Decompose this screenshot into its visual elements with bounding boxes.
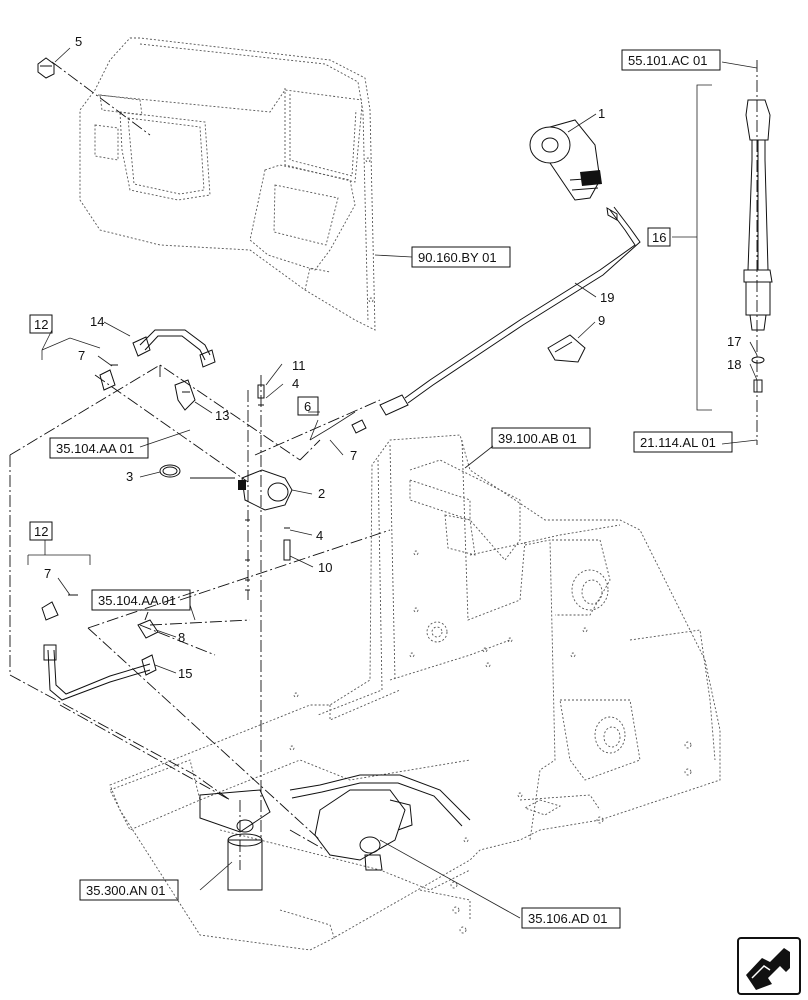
label-part-16: 16 [652,230,666,245]
part-10-bolt [245,519,291,591]
label-part-15: 15 [178,666,192,681]
label-part-12b: 12 [34,524,48,539]
hose-14 [132,329,216,368]
part-3-o-ring [159,464,181,478]
label-part-11: 11 [292,358,306,373]
leader-lines [27,47,758,919]
part-16-harness [743,99,773,331]
reference-boxes: 55.101.AC 01 90.160.BY 01 35.104.AA 01 3… [49,49,733,929]
hose-19 [351,206,641,434]
label-part-7b: 7 [350,448,357,463]
part-13-elbow [174,379,196,411]
label-part-12a: 12 [34,317,48,332]
assembly-lines [9,60,758,870]
label-part-7c: 7 [44,566,51,581]
label-part-4a: 4 [292,376,299,391]
label-part-18: 18 [727,357,741,372]
ref-35-104-aa-01-upper: 35.104.AA 01 [56,441,134,456]
steering-pump [289,774,471,871]
ref-55-101-ac-01: 55.101.AC 01 [628,53,708,68]
label-part-10: 10 [318,560,332,575]
label-part-13: 13 [215,408,229,423]
ref-21-114-al-01: 21.114.AL 01 [640,435,716,450]
part-18-plug [753,379,763,393]
label-part-5: 5 [75,34,82,49]
cab-panel [79,37,376,331]
label-part-7a: 7 [78,348,85,363]
boxed-part-labels: 12 6 12 16 [29,227,671,541]
label-part-19: 19 [600,290,614,305]
label-part-9: 9 [598,313,605,328]
part-17-washer [751,356,765,364]
label-part-17: 17 [727,334,741,349]
part-9-clamp [547,334,586,363]
ref-35-300-an-01: 35.300.AN 01 [86,883,166,898]
hose-15 [43,644,157,701]
part-7-fittings [41,364,118,621]
hydraulic-cylinder [199,789,271,891]
label-part-8: 8 [178,630,185,645]
ref-39-100-ab-01: 39.100.AB 01 [498,431,577,446]
part-5-fitting [37,57,55,79]
arrow-navigation-icon[interactable] [737,937,801,995]
label-part-6: 6 [304,399,311,414]
part-8-tee [137,611,159,639]
part-11-bolt [257,384,265,406]
part-labels: 5 1 19 9 14 7 13 11 4 7 3 2 4 10 7 8 15 … [44,34,741,681]
loader-chassis [109,434,721,951]
label-part-14: 14 [90,314,104,329]
label-part-1: 1 [598,106,605,121]
part-2-valve-block [190,469,293,511]
label-part-3: 3 [126,469,133,484]
ref-35-104-aa-01-lower: 35.104.AA 01 [98,593,176,608]
ref-35-106-ad-01: 35.106.AD 01 [528,911,608,926]
label-part-2: 2 [318,486,325,501]
label-part-4b: 4 [316,528,323,543]
ref-90-160-by-01: 90.160.BY 01 [418,250,497,265]
part-1-steering-unit [529,119,602,201]
